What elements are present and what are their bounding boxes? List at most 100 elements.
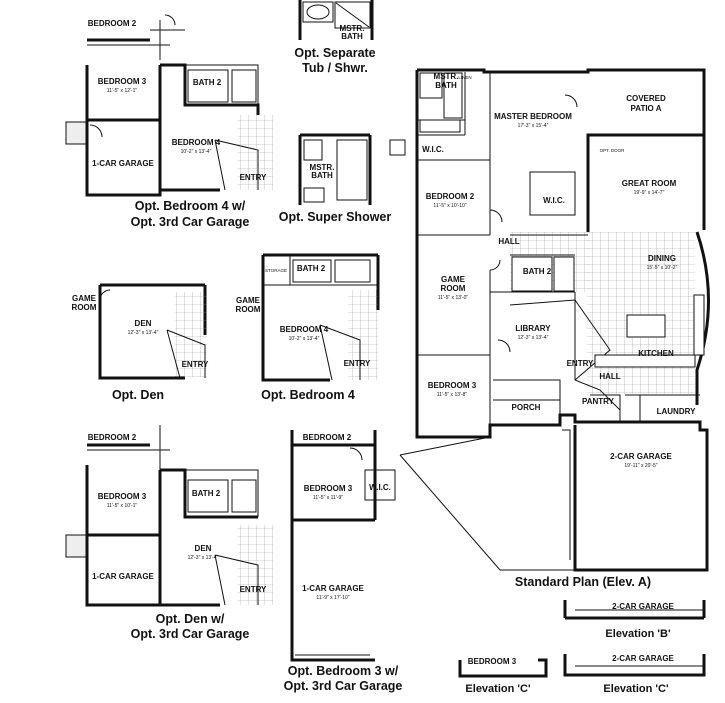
opt1-garage-label: 1-CAR GARAGE: [92, 159, 154, 168]
dining-dims: 15'-5" x 10'-2": [647, 265, 678, 271]
elev-b-caption: Elevation 'B': [605, 628, 671, 640]
porch-label: PORCH: [512, 403, 541, 412]
master-dims: 17'-3" x 15'-4": [518, 123, 549, 129]
hall-label-2: HALL: [599, 372, 620, 381]
opt4-bedroom2-label: BEDROOM 2: [303, 433, 352, 442]
opt3-entry-label: ENTRY: [240, 585, 267, 594]
bedroom3-dims: 11'-5" x 13'-8": [437, 392, 468, 398]
garage2-label: 2-CAR GARAGE: [610, 452, 672, 461]
opt3-den-dims: 12'-3" x 13'-4": [188, 555, 219, 561]
kitchen-label: KITCHEN: [638, 349, 674, 358]
tile-floor: [587, 232, 695, 394]
opt-door-note: OPT. DOOR: [600, 148, 626, 153]
opt3-bedroom3-label: BEDROOM 3: [98, 492, 147, 501]
opt-bed4-bedroom4-label: BEDROOM 4: [280, 325, 329, 334]
linen-label: LINEN: [458, 75, 471, 80]
opt3-bedroom2-label: BEDROOM 2: [88, 433, 137, 442]
opt1-caption-2: Opt. 3rd Car Garage: [131, 215, 250, 229]
opt1-bedroom4-dims: 10'-2" x 13'-4": [181, 149, 212, 155]
entry-label: ENTRY: [567, 359, 594, 368]
sep-tub-bath-label: BATH: [341, 32, 363, 41]
sep-tub-caption-1: Opt. Separate: [294, 46, 375, 60]
elevation-b: 2-CAR GARAGE Elevation 'B': [563, 600, 706, 640]
wic-label-1: W.I.C.: [422, 145, 444, 154]
mstr-bath-label: MSTR.: [434, 72, 459, 81]
master-bedroom-label: MASTER BEDROOM: [494, 112, 572, 121]
elev-c-bedroom3-label: BEDROOM 3: [468, 657, 517, 666]
library-dims: 12'-3" x 13'-4": [518, 335, 549, 341]
opt1-bedroom2-label: BEDROOM 2: [88, 19, 137, 28]
super-shower-caption: Opt. Super Shower: [279, 210, 392, 224]
opt4-garage-label: 1-CAR GARAGE: [302, 584, 364, 593]
elevation-c-right: 2-CAR GARAGE Elevation 'C': [563, 654, 706, 695]
bath2-label: BATH 2: [523, 267, 552, 276]
opt-super-shower: MSTR. BATH Opt. Super Shower: [279, 133, 392, 224]
opt1-entry-label: ENTRY: [240, 173, 267, 182]
laundry-label: LAUNDRY: [657, 407, 696, 416]
opt3-bedroom3-dims: 11'-5" x 10'-1": [107, 503, 138, 509]
opt1-bath2-label: BATH 2: [193, 78, 222, 87]
wic-label-2: W.I.C.: [543, 196, 565, 205]
opt1-caption-1: Opt. Bedroom 4 w/: [135, 199, 246, 213]
opt-bed4-game-label: GAME: [236, 296, 261, 305]
opt4-garage-dims: 11'-9" x 17'-10": [316, 595, 349, 601]
opt-den-caption: Opt. Den: [112, 388, 164, 402]
opt-bed4-garage-plan: BEDROOM 2 BEDROOM 3 11'-5" x 12'-1" BATH…: [65, 14, 273, 229]
opt-bed4-caption: Opt. Bedroom 4: [261, 388, 355, 402]
standard-plan-caption: Standard Plan (Elev. A): [515, 575, 651, 589]
covered-patio-label-2: PATIO A: [631, 104, 662, 113]
opt1-bedroom3-label: BEDROOM 3: [98, 77, 147, 86]
opt1-bedroom4-label: BEDROOM 4: [172, 138, 221, 147]
opt-den-dims: 12'-3" x 13'-4": [128, 330, 159, 336]
pantry-label: PANTRY: [582, 397, 615, 406]
sep-tub-mstr-label: MSTR.: [340, 24, 365, 33]
opt-bed4-room-label: ROOM: [236, 305, 261, 314]
opt-separate-tub: MSTR. BATH Opt. Separate Tub / Shwr.: [294, 0, 376, 75]
opt-bed4-dims: 10'-2" x 13'-4": [289, 336, 320, 342]
opt-den-garage-plan: BEDROOM 2 BEDROOM 3 11'-5" x 10'-1" BATH…: [65, 425, 273, 641]
elevation-c-left: BEDROOM 3 Elevation 'C': [458, 657, 548, 695]
opt-den-entry-label: ENTRY: [182, 360, 209, 369]
opt-bed4-entry-label: ENTRY: [344, 359, 371, 368]
bedroom2-dims: 11'-5" x 10'-10": [433, 203, 466, 209]
hall-label: HALL: [498, 237, 519, 246]
mstr-bath-label-2: BATH: [435, 81, 457, 90]
opt3-caption-1: Opt. Den w/: [156, 612, 225, 626]
opt3-bath2-label: BATH 2: [192, 489, 221, 498]
opt3-den-label: DEN: [195, 544, 212, 553]
library-label: LIBRARY: [515, 324, 551, 333]
opt4-bedroom3-dims: 11'-5" x 11'-9": [313, 495, 343, 501]
opt-bed4-storage-label: STORAGE: [265, 268, 287, 273]
elev-c-garage-label: 2-CAR GARAGE: [612, 654, 674, 663]
opt-den-label: DEN: [135, 319, 152, 328]
dining-label: DINING: [648, 254, 676, 263]
opt-bed4-bath2-label: BATH 2: [297, 264, 326, 273]
covered-patio-label: COVERED: [626, 94, 666, 103]
great-room-dims: 19'-9" x 14'-7": [634, 190, 665, 196]
elev-c-right-caption: Elevation 'C': [603, 683, 669, 695]
elev-b-garage-label: 2-CAR GARAGE: [612, 602, 674, 611]
opt1-bedroom3-dims: 11'-5" x 12'-1": [107, 88, 138, 94]
elev-c-left-caption: Elevation 'C': [465, 683, 531, 695]
opt3-caption-2: Opt. 3rd Car Garage: [131, 627, 250, 641]
game-room-dims: 11'-5" x 13'-0": [438, 295, 469, 301]
super-shower-mstr-label: MSTR.: [310, 163, 335, 172]
opt4-caption-2: Opt. 3rd Car Garage: [284, 679, 403, 693]
sep-tub-caption-2: Tub / Shwr.: [302, 61, 368, 75]
bedroom2-label: BEDROOM 2: [426, 192, 475, 201]
bedroom3-label: BEDROOM 3: [428, 381, 477, 390]
opt4-caption-1: Opt. Bedroom 3 w/: [288, 664, 399, 678]
opt-bed4-plan: GAME ROOM STORAGE BATH 2 BEDROOM 4 10'-2…: [236, 253, 380, 402]
opt4-wic-label: W.I.C.: [369, 483, 391, 492]
garage2-dims: 19'-11" x 20'-5": [624, 463, 657, 469]
opt-den-room-label: ROOM: [72, 303, 97, 312]
opt-bed3-garage-plan: BEDROOM 2 BEDROOM 3 11'-5" x 11'-9" W.I.…: [284, 430, 403, 693]
super-shower-bath-label: BATH: [311, 171, 333, 180]
opt-den-game-label: GAME: [72, 294, 97, 303]
game-room-label-2: ROOM: [441, 284, 466, 293]
opt-den-plan: GAME ROOM DEN 12'-3" x 13'-4" ENTRY Opt.…: [72, 283, 209, 402]
opt3-garage-label: 1-CAR GARAGE: [92, 572, 154, 581]
opt4-bedroom3-label: BEDROOM 3: [304, 484, 353, 493]
